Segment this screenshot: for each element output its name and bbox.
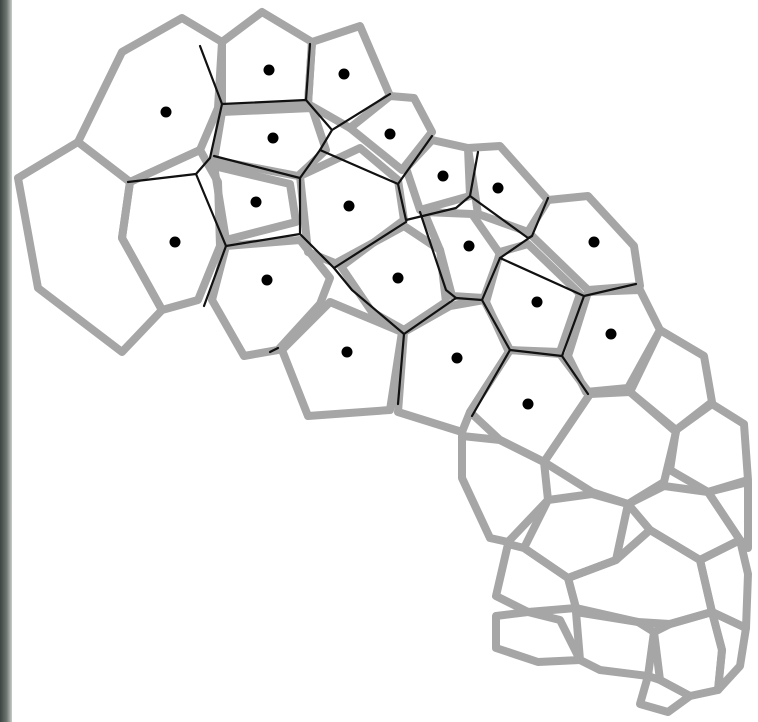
seed-point <box>268 133 279 144</box>
seed-point <box>251 197 262 208</box>
seed-point <box>339 69 350 80</box>
seed-point <box>344 201 355 212</box>
seed-point <box>438 171 449 182</box>
cell-outline <box>308 26 390 128</box>
cell-outline <box>222 12 312 108</box>
seed-point <box>523 399 534 410</box>
seed-point <box>170 237 181 248</box>
seed-point <box>606 329 617 340</box>
seed-point <box>393 273 404 284</box>
cell-outline <box>640 676 690 712</box>
seed-point <box>452 353 463 364</box>
cell-outline <box>712 612 746 690</box>
voronoi-edge <box>332 94 390 130</box>
seed-point <box>464 241 475 252</box>
seed-point <box>264 65 275 76</box>
seed-point <box>342 347 353 358</box>
seed-point <box>589 237 600 248</box>
voronoi-edge <box>472 350 510 416</box>
cell-outline <box>496 612 580 662</box>
seed-point <box>262 275 273 286</box>
seed-point <box>161 107 172 118</box>
cell-outline <box>576 612 654 676</box>
seed-point <box>493 183 504 194</box>
cell-outlines <box>18 12 748 712</box>
cell-outline <box>212 240 330 356</box>
voronoi-edge <box>398 136 432 184</box>
cell-outline <box>670 404 748 492</box>
seed-point <box>532 297 543 308</box>
cell-outline <box>528 196 640 290</box>
cell-outline <box>122 150 220 310</box>
seed-point <box>385 129 396 140</box>
cell-outline <box>568 530 712 624</box>
